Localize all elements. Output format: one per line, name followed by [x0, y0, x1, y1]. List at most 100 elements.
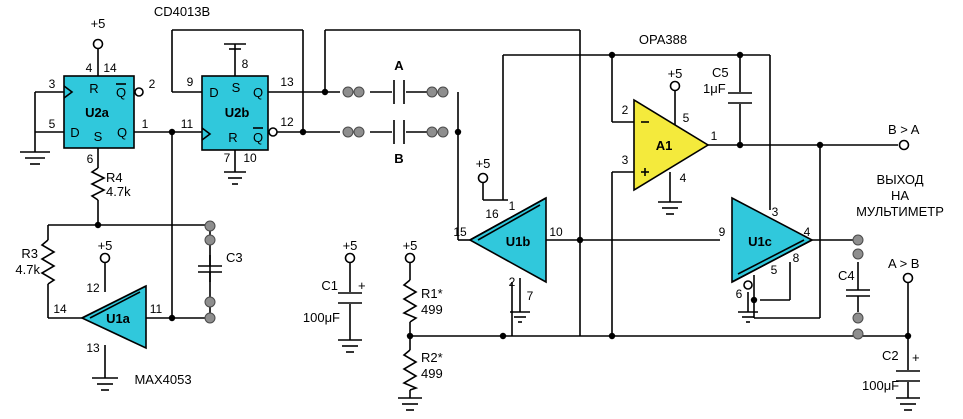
pin-number: 5 — [771, 263, 778, 277]
c2-polarity: + — [912, 350, 920, 365]
supply-label: +5 — [668, 66, 683, 81]
supply-label: +5 — [91, 16, 106, 31]
flipflop-u2a-body — [63, 75, 135, 149]
c5-value: 1μF — [703, 81, 726, 96]
wires — [20, 29, 920, 411]
multimeter-label-line2: НА — [891, 188, 909, 203]
output-b-gt-a-label: B > A — [888, 122, 920, 137]
pin-number: 5 — [49, 117, 56, 131]
r2-name: R2* — [421, 350, 443, 365]
u2b-pin-d-label: D — [209, 85, 218, 100]
pin-number: 11 — [150, 302, 163, 316]
u2a-pin-d-label: D — [70, 125, 79, 140]
multimeter-label-line1: ВЫХОД — [876, 172, 923, 187]
u2a-pin-r-label: R — [89, 81, 98, 96]
c2-value: 100μF — [862, 378, 899, 393]
r3-name: R3 — [21, 246, 38, 261]
open-terminals — [92, 38, 914, 284]
pin-number: 2 — [149, 77, 156, 91]
pin-number: 16 — [485, 207, 499, 221]
r2-value: 499 — [421, 366, 443, 381]
u2b-pin-q-label: Q — [253, 85, 263, 100]
output-a-gt-b-label: A > B — [888, 256, 919, 271]
c1-polarity: + — [358, 278, 366, 293]
pin-number: 14 — [103, 61, 117, 75]
pin-number: 8 — [242, 57, 249, 71]
pin-number: 4 — [680, 171, 687, 185]
supply-label: +5 — [98, 238, 113, 253]
u1b-label: U1b — [506, 234, 531, 249]
pin-number: 3 — [772, 205, 779, 219]
u2b-pin-s-label: S — [232, 80, 241, 95]
switch-part-label: MAX4053 — [134, 372, 191, 387]
pin-number: 11 — [181, 117, 194, 131]
switch-u1b: U1b 15 16 1 10 2 7 — [453, 196, 563, 303]
resistor-r1 — [402, 279, 418, 323]
pin-number: 4 — [86, 61, 93, 75]
c1-name: C1 — [321, 278, 338, 293]
pin-number: 7 — [527, 289, 534, 303]
pin-number: 3 — [49, 77, 56, 91]
junction-dots — [94, 51, 912, 340]
pin-number: 7 — [224, 151, 231, 165]
resistors — [40, 167, 419, 391]
signal-a-label: A — [394, 58, 404, 73]
terminal-pads — [204, 86, 864, 340]
supply-label: +5 — [403, 238, 418, 253]
u1a-label: U1a — [106, 311, 131, 326]
pin-number: 1 — [711, 129, 718, 143]
supply-label: +5 — [476, 156, 491, 171]
u2a-pin-s-label: S — [94, 129, 103, 144]
pin-number: 2 — [622, 103, 629, 117]
r1-name: R1* — [421, 286, 443, 301]
switch-u1c: U1c 9 3 4 5 8 6 — [719, 196, 814, 301]
resistor-r2 — [402, 349, 419, 391]
r4-value: 4.7k — [106, 184, 131, 199]
pin-number: 12 — [86, 281, 100, 295]
pin-number: 2 — [509, 275, 516, 289]
multimeter-label-line3: МУЛЬТИМЕТР — [856, 204, 944, 219]
qbar-bubble — [134, 87, 144, 97]
c5-name: C5 — [712, 65, 729, 80]
pin-number: 13 — [86, 341, 100, 355]
r4-name: R4 — [106, 170, 123, 185]
supply-label: +5 — [343, 238, 358, 253]
flipflop-part-label: CD4013B — [154, 4, 210, 19]
pin-number: 3 — [622, 153, 629, 167]
pin-number: 4 — [804, 225, 811, 239]
pin-number: 1 — [509, 199, 516, 213]
c1-value: 100μF — [303, 310, 340, 325]
u2a-label: U2a — [85, 105, 110, 120]
capacitors — [198, 80, 920, 382]
labels: +5 +5 +5 +5 +5 +5 CD4013B OPA388 MAX4053… — [15, 4, 943, 393]
pin-number: 13 — [280, 75, 294, 89]
pin-number: 15 — [453, 225, 467, 239]
pin-number: 14 — [53, 302, 67, 316]
switch-u1a: U1a 12 14 11 13 — [53, 281, 162, 355]
qbar-bubble — [268, 127, 278, 137]
u1c-label: U1c — [748, 234, 772, 249]
a1-label: A1 — [656, 138, 673, 153]
pin-number: 12 — [280, 115, 294, 129]
r3-value: 4.7k — [15, 262, 40, 277]
u2b-pin-r-label: R — [228, 130, 237, 145]
flipflop-u2b: U2b D S Q R Q 9 8 13 11 12 7 10 — [181, 57, 294, 165]
u2a-pin-q-label: Q — [117, 125, 127, 140]
flipflop-u2b-body — [201, 75, 269, 151]
u2b-label: U2b — [225, 105, 250, 120]
pin-number: 10 — [549, 225, 563, 239]
opamp-a1-body — [633, 98, 710, 192]
resistor-r4 — [90, 167, 106, 201]
pin-number: 6 — [736, 287, 743, 301]
u2a-pin-qbar-label: Q — [116, 85, 126, 100]
output-terminal-a-gt-b — [902, 272, 914, 284]
u2b-pin-qbar-label: Q — [253, 130, 263, 145]
signal-b-label: B — [394, 151, 403, 166]
r1-value: 499 — [421, 302, 443, 317]
output-terminal-b-gt-a — [898, 139, 910, 151]
resistor-r3 — [40, 239, 56, 285]
flipflop-u2a: U2a R Q D S Q 4 14 3 2 5 1 6 — [49, 61, 156, 166]
c3-name: C3 — [226, 250, 243, 265]
pin-number: 1 — [142, 117, 149, 131]
